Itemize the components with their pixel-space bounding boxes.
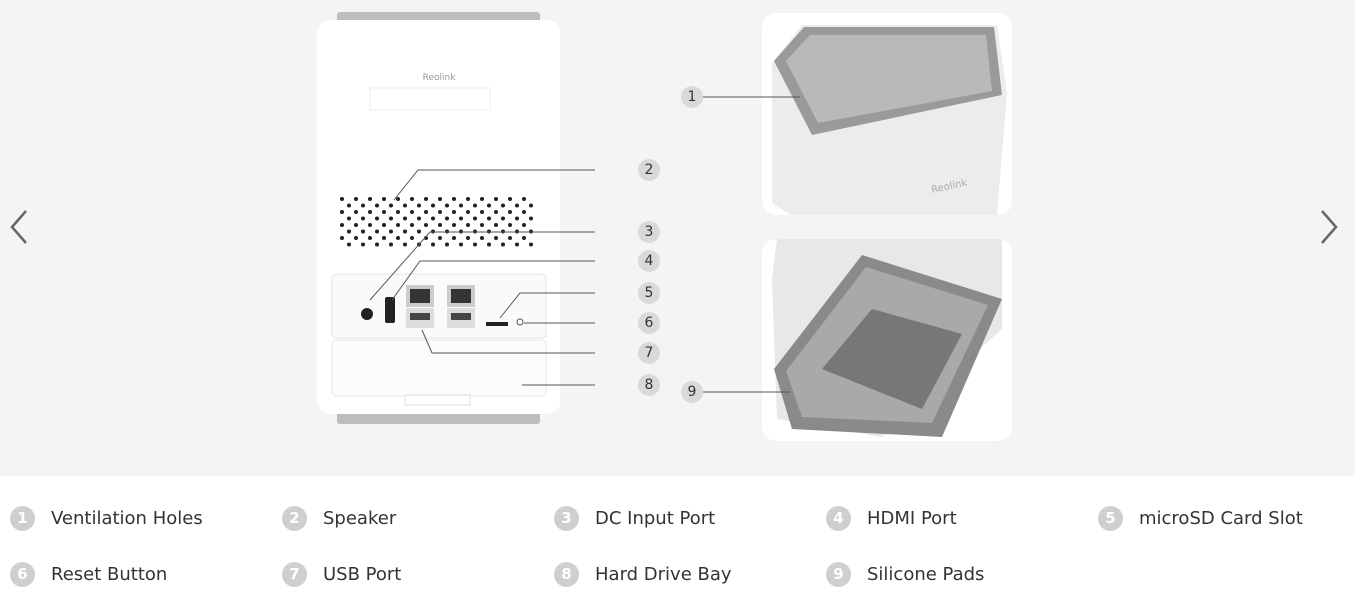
callout-7: 7 <box>638 342 660 364</box>
bottom-view-panel <box>762 239 1012 441</box>
nvr-back-view: Reolink <box>317 12 560 424</box>
legend-label: Silicone Pads <box>867 564 985 585</box>
legend-number: 3 <box>554 506 579 531</box>
feature-legend: 1 Ventilation Holes 2 Speaker 3 DC Input Port… <box>0 476 1355 593</box>
legend-number: 6 <box>10 562 35 587</box>
legend-label: Hard Drive Bay <box>595 564 732 585</box>
callout-9: 9 <box>681 381 703 403</box>
legend-number: 7 <box>282 562 307 587</box>
chevron-left-icon <box>10 210 27 244</box>
legend-label: Speaker <box>323 508 397 529</box>
legend-number: 5 <box>1098 506 1123 531</box>
legend-item: 4 HDMI Port <box>826 506 957 531</box>
legend-label: DC Input Port <box>595 508 716 529</box>
callout-2: 2 <box>638 159 660 181</box>
legend-label: HDMI Port <box>867 508 957 529</box>
legend-label: microSD Card Slot <box>1139 508 1303 529</box>
legend-item: 2 Speaker <box>282 506 396 531</box>
callout-4: 4 <box>638 250 660 272</box>
legend-item: 7 USB Port <box>282 562 401 587</box>
legend-item: 3 DC Input Port <box>554 506 715 531</box>
legend-item: 5 microSD Card Slot <box>1098 506 1303 531</box>
legend-number: 2 <box>282 506 307 531</box>
prev-slide-button[interactable] <box>4 205 34 249</box>
legend-number: 8 <box>554 562 579 587</box>
next-slide-button[interactable] <box>1314 205 1344 249</box>
legend-number: 9 <box>826 562 851 587</box>
legend-item: 9 Silicone Pads <box>826 562 984 587</box>
legend-number: 1 <box>10 506 35 531</box>
device-logo: Reolink <box>423 73 457 83</box>
callout-5: 5 <box>638 282 660 304</box>
callout-8: 8 <box>638 374 660 396</box>
legend-number: 4 <box>826 506 851 531</box>
chevron-right-icon <box>1321 210 1338 244</box>
legend-item: 1 Ventilation Holes <box>10 506 203 531</box>
callout-3: 3 <box>638 221 660 243</box>
top-view-panel: Reolink <box>762 13 1012 215</box>
callout-1: 1 <box>681 86 703 108</box>
legend-label: Ventilation Holes <box>51 508 203 529</box>
callout-6: 6 <box>638 312 660 334</box>
legend-item: 8 Hard Drive Bay <box>554 562 732 587</box>
legend-item: 6 Reset Button <box>10 562 167 587</box>
legend-label: Reset Button <box>51 564 168 585</box>
legend-label: USB Port <box>323 564 402 585</box>
